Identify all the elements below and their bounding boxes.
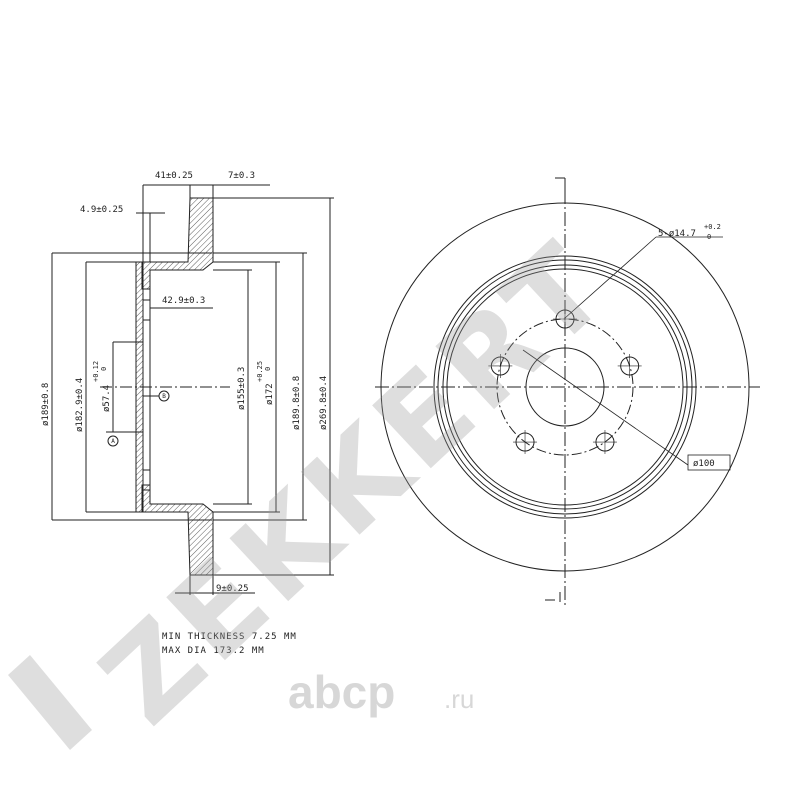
datum-a-marker [107,435,119,447]
max-dia-note: MAX DIA 173.2 MM [162,646,265,656]
holes-label: 5-ø14.7 [658,229,696,239]
dim-189-8: ø189.8±0.8 [292,376,302,430]
dim-172-tol0: 0 [264,367,272,371]
dim-172-tol: +0.25 [256,361,264,382]
dim-42-9: 42.9±0.3 [162,296,205,306]
rotor-section-upper [141,197,214,290]
dim-172: ø172 [265,383,275,405]
dim-189: ø189±0.8 [41,383,51,426]
dim-182-9: ø182.9±0.4 [75,378,85,432]
datum-a-label: A [111,438,115,445]
notes: MIN THICKNESS 7.25 MM MAX DIA 173.2 MM [162,632,297,656]
holes-tol: +0.2 [704,223,721,231]
side-dimension-labels: 41±0.25 7±0.3 4.9±0.25 42.9±0.3 9±0.25 ø… [41,171,329,594]
pcd-label: ø100 [693,459,715,469]
pcd-box [687,454,731,471]
dim-41: 41±0.25 [155,171,193,181]
watermark-site-tld: .ru [444,684,474,714]
front-leaders [522,236,731,471]
front-dimension-labels: 5-ø14.7 +0.2 0 ø100 [658,223,721,469]
watermark-chevron [8,655,92,750]
dim-7: 7±0.3 [228,171,255,181]
pcd-leader [522,349,689,466]
dim-155: ø155±0.3 [237,367,247,410]
watermark-site-main: abcp [288,666,395,718]
side-section-view [51,184,334,595]
holes-tol0: 0 [707,233,711,241]
bolt-holes [488,307,642,455]
dim-4-9: 4.9±0.25 [80,205,123,215]
holes-leader [564,236,657,319]
rotor-section-lower [141,484,214,576]
min-thickness-note: MIN THICKNESS 7.25 MM [162,632,297,642]
dim-57-4-tol: +0.12 [92,361,100,382]
dim-269-8: ø269.8±0.4 [319,376,329,430]
dim-57-4: ø57.4 [102,385,112,412]
site-watermark: abcp .ru [288,666,474,718]
dim-9-thickness: 9±0.25 [216,584,249,594]
dim-57-4-tol0: 0 [100,367,108,371]
datum-b-label: B [162,393,166,400]
